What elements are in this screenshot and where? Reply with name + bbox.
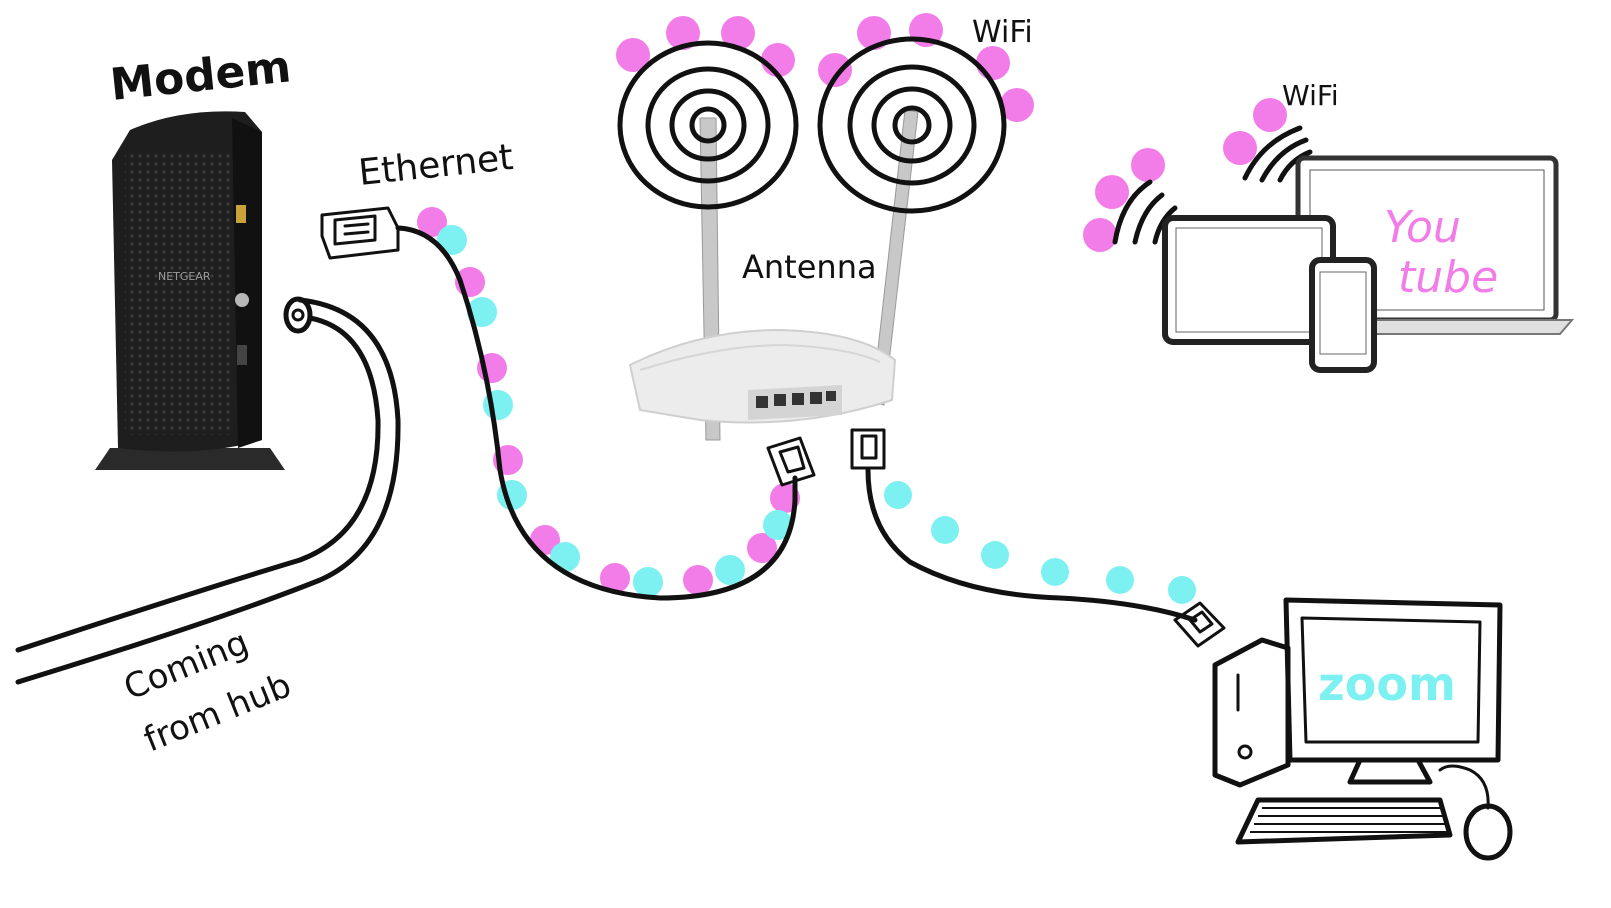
youtube-line2: tube xyxy=(1398,252,1498,303)
antenna-label: Antenna xyxy=(742,248,877,286)
ethernet-cable-router-desktop xyxy=(868,470,1224,646)
modem-icon xyxy=(95,111,285,470)
tablet-icon xyxy=(1165,218,1333,342)
modem-brand-label: NETGEAR xyxy=(158,270,211,283)
zoom-label: zoom xyxy=(1318,657,1456,711)
phone-icon xyxy=(1312,260,1374,370)
modem-label: Modem xyxy=(108,41,294,111)
ethernet-label: Ethernet xyxy=(357,137,516,194)
ethernet-plug-icon xyxy=(1175,603,1224,646)
wifi-router-label: WiFi xyxy=(972,15,1033,50)
wifi-devices-label: WiFi xyxy=(1282,79,1339,112)
desktop-computer-icon xyxy=(1215,600,1510,858)
youtube-line1: You xyxy=(1384,202,1461,253)
router-icon xyxy=(630,110,918,485)
ethernet-plug-icon xyxy=(322,208,398,258)
